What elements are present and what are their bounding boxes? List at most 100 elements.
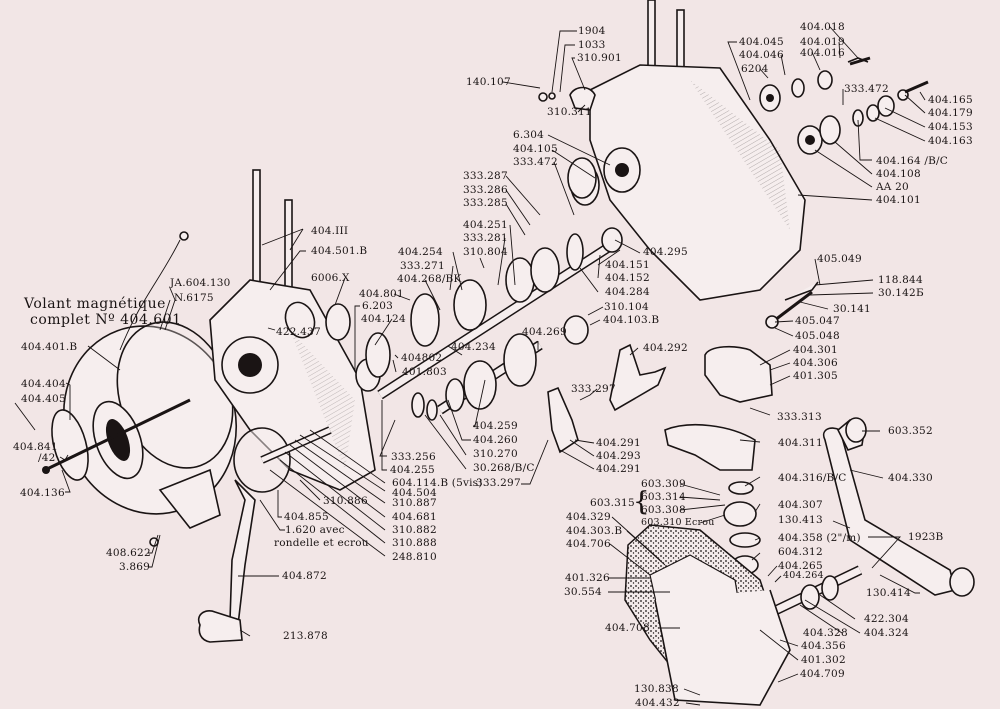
part-label: 333.472	[513, 156, 558, 168]
part-label: 404.328	[803, 627, 848, 639]
part-label: 404.016	[800, 47, 845, 59]
part-label: 401.302	[801, 654, 846, 666]
part-label: 404.254	[398, 246, 443, 258]
part-label: 404.301	[793, 344, 838, 356]
part-label: 310.886	[323, 495, 368, 507]
part-label: 404.501.B	[311, 245, 368, 257]
part-label: 404.356	[801, 640, 846, 652]
part-label: 333.281	[463, 232, 508, 244]
part-label: 404.152	[605, 272, 650, 284]
part-label: 333.286	[463, 184, 508, 196]
part-label: 404.324	[864, 627, 909, 639]
part-label: 404.432	[635, 697, 680, 709]
part-label: 404.291	[596, 437, 641, 449]
part-label: 404.151	[605, 259, 650, 271]
part-label: 404.401.B	[21, 341, 78, 353]
part-label: 404.255	[390, 464, 435, 476]
part-label: 1033	[578, 39, 606, 51]
part-label: /42	[38, 452, 56, 464]
part-label: rondelle et ecrou	[274, 537, 369, 549]
flywheel-title-line1: Volant magnétique	[24, 296, 166, 312]
part-label: 405.047	[795, 315, 840, 327]
part-label: 404.709	[800, 668, 845, 680]
part-label: 1.620 avec	[285, 524, 345, 536]
part-label: 333.297	[571, 383, 616, 395]
part-label: 404.681	[392, 511, 437, 523]
part-label: 1904	[578, 25, 606, 37]
part-label: 6.203	[362, 300, 394, 312]
part-label: 405.049	[817, 253, 862, 265]
part-label: 404.306	[793, 357, 838, 369]
flywheel-magneto-cover	[42, 231, 238, 529]
part-label: 310.901	[577, 52, 622, 64]
part-label: 404.706	[566, 538, 611, 550]
part-label: 404.708	[605, 622, 650, 634]
part-label: 405.048	[795, 330, 840, 342]
part-label: 404.292	[643, 342, 688, 354]
bracket-symbol: {	[633, 487, 650, 517]
part-label: 6.304	[513, 129, 545, 141]
part-label: 422.304	[864, 613, 909, 625]
part-label: 408.622	[106, 547, 151, 559]
crankcase-right-half	[569, 0, 806, 301]
part-label: 404.163	[928, 135, 973, 147]
part-label: 248.810	[392, 551, 437, 563]
part-label: 404.103.B	[603, 314, 660, 326]
part-label: 404.841	[13, 441, 58, 453]
part-label: 130.414	[866, 587, 911, 599]
part-label: 404.330	[888, 472, 933, 484]
part-label: 6204	[741, 63, 769, 75]
part-label: 404802	[401, 352, 443, 364]
part-label: 401.305	[793, 370, 838, 382]
part-label: 404.260	[473, 434, 518, 446]
selector-forks	[547, 343, 667, 454]
leader-lines	[14, 26, 926, 706]
part-label: 310.311	[547, 106, 592, 118]
part-label: 404.358 (2"/m)	[778, 532, 861, 544]
part-label: 404.019	[800, 36, 845, 48]
part-label: 404.293	[596, 450, 641, 462]
part-label: 333.256	[391, 451, 436, 463]
part-label: 404.268/BK	[397, 273, 462, 285]
part-label: 130.838	[634, 683, 679, 695]
part-label: 401.803	[402, 366, 447, 378]
bottom-cover-gasket	[624, 524, 791, 706]
part-label: 404.504	[392, 487, 437, 499]
gearbox-shafts	[325, 164, 623, 421]
part-label: 603.314	[641, 491, 686, 503]
part-label: 604.312	[778, 546, 823, 558]
part-label: 404.316/B/C	[778, 472, 847, 484]
part-label: 310.882	[392, 524, 437, 536]
part-label: 310.270	[473, 448, 518, 460]
part-label: 30.142Б	[878, 287, 924, 299]
part-label: 404.153	[928, 121, 973, 133]
part-label: 404.855	[284, 511, 329, 523]
part-label: 404.179	[928, 107, 973, 119]
part-label: 3.869	[119, 561, 151, 573]
part-label: 404.284	[605, 286, 650, 298]
part-label: 603.352	[888, 425, 933, 437]
part-label: 404.251	[463, 219, 508, 231]
part-label: 310.804	[463, 246, 508, 258]
part-label: 404.291	[596, 463, 641, 475]
part-label: 603.309	[641, 478, 686, 490]
part-label: 404.108	[876, 168, 921, 180]
part-label: 130.413	[778, 514, 823, 526]
part-label: 404.303.B	[566, 525, 623, 537]
part-label: 404.265	[778, 560, 823, 572]
part-label: 404.295	[643, 246, 688, 258]
part-label: N.6175	[174, 292, 214, 304]
part-label: 603.315	[590, 497, 635, 509]
part-label: 310.887	[392, 497, 437, 509]
part-label: 404.III	[311, 225, 349, 237]
part-label: 6006.X	[311, 272, 350, 284]
part-label: 404.234	[451, 341, 496, 353]
part-label: 140.107	[466, 76, 511, 88]
part-label: 333.472	[844, 83, 889, 95]
part-label: 404.165	[928, 94, 973, 106]
part-label: 404.259	[473, 420, 518, 432]
part-label: 333.285	[463, 197, 508, 209]
part-label: 1923B	[908, 531, 944, 543]
part-label: 333.313	[777, 411, 822, 423]
